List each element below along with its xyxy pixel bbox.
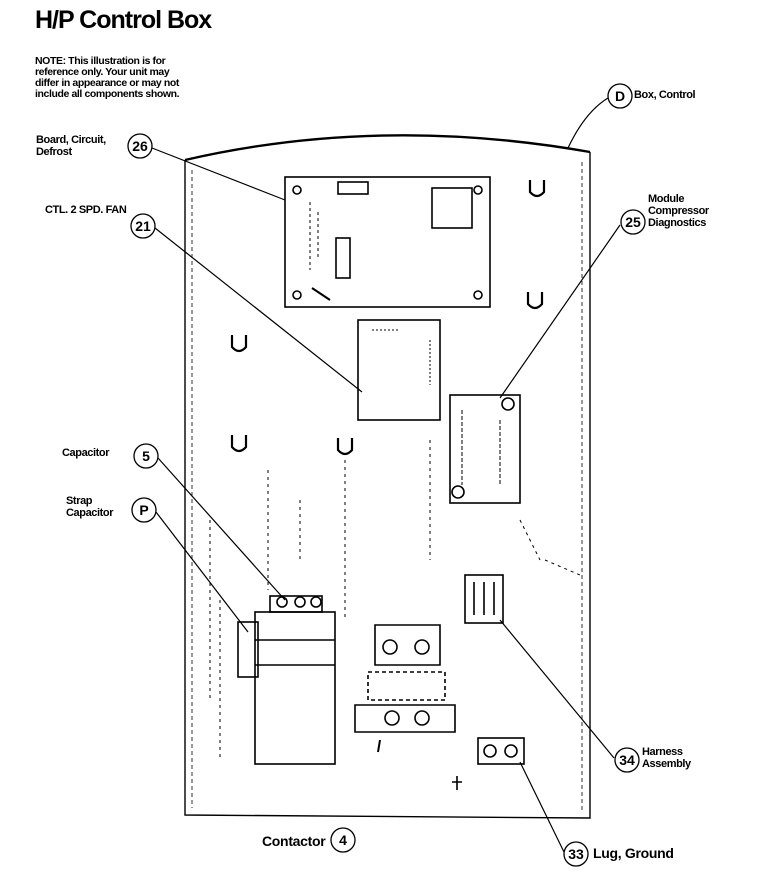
callout-26: 26: [132, 138, 148, 154]
ground-lug: [452, 737, 525, 790]
note-line: include all components shown.: [35, 88, 180, 100]
label-defrost-board: Board, Circuit, Defrost: [36, 134, 106, 158]
compressor-diagnostics-module: [449, 394, 521, 504]
label-contactor: Contactor: [262, 833, 326, 849]
label-compressor-module: Module Compressor Diagnostics: [648, 193, 709, 229]
contactor-assembly: [354, 624, 456, 753]
control-box-panel: [184, 134, 591, 819]
wiring-detail: [209, 440, 581, 760]
fan-control-board: [357, 319, 441, 421]
label-lug-ground: Lug, Ground: [593, 845, 674, 861]
callout-5: 5: [142, 448, 150, 464]
callout-4: 4: [339, 832, 347, 848]
callout-21: 21: [135, 218, 151, 234]
note-line: reference only. Your unit may: [35, 66, 170, 78]
diagram-title: H/P Control Box: [35, 6, 212, 34]
harness-connector: [464, 574, 504, 624]
reference-note: NOTE: This illustration is for reference…: [35, 56, 235, 100]
note-line: differ in appearance or may not: [35, 77, 179, 89]
callout-25: 25: [625, 214, 641, 230]
label-box-control: Box, Control: [634, 89, 696, 101]
leader-lines: [151, 97, 621, 853]
label-capacitor: Capacitor: [62, 447, 110, 459]
label-fan-control: CTL. 2 SPD. FAN: [45, 204, 127, 216]
callout-circles: [127, 83, 646, 867]
callout-34: 34: [619, 752, 635, 768]
capacitor-assembly: [237, 595, 336, 765]
defrost-circuit-board: [284, 176, 491, 308]
note-line: NOTE: This illustration is for: [35, 55, 166, 67]
callout-33: 33: [568, 846, 584, 862]
callout-p: P: [139, 502, 149, 518]
label-strap-capacitor: Strap Capacitor: [66, 495, 114, 519]
mounting-hooks: [230, 180, 546, 456]
callout-d: D: [614, 88, 626, 104]
label-harness-assembly: Harness Assembly: [642, 746, 691, 770]
